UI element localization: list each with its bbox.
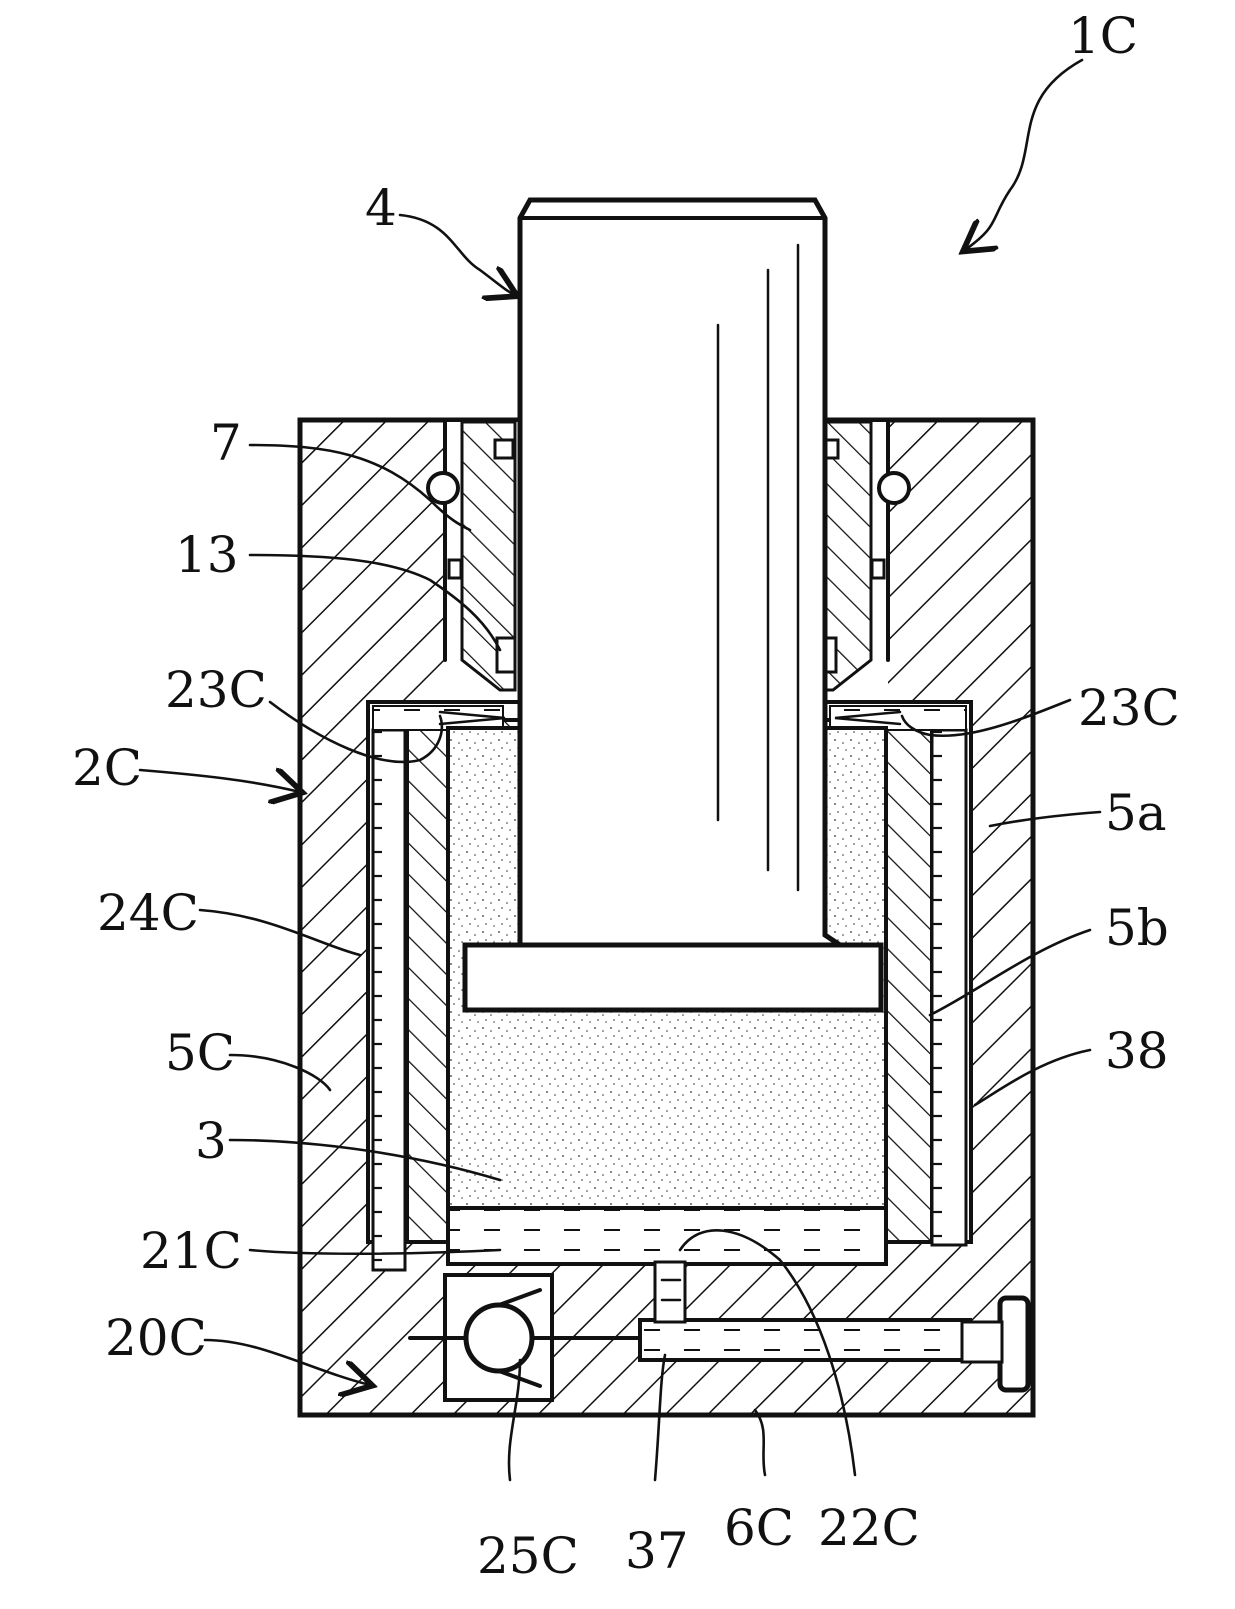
leader-1C xyxy=(965,60,1082,250)
ball-left xyxy=(428,473,458,503)
check-valve-ball xyxy=(466,1305,532,1371)
ball-right xyxy=(879,473,909,503)
leader-6C xyxy=(755,1410,765,1475)
label-23C-right: 23C xyxy=(1078,679,1180,737)
vertical-passage xyxy=(655,1262,685,1322)
leader-2C xyxy=(140,770,300,792)
channel-right xyxy=(932,730,966,1245)
label-5C: 5C xyxy=(165,1024,235,1082)
label-37: 37 xyxy=(625,1522,689,1580)
label-7: 7 xyxy=(210,414,242,472)
seal-left-low xyxy=(497,638,515,672)
seal-left-top xyxy=(495,440,513,458)
label-5a: 5a xyxy=(1105,784,1167,842)
label-23C-left: 23C xyxy=(165,661,267,719)
leader-4 xyxy=(400,215,515,295)
piston-rod xyxy=(520,200,840,945)
label-25C: 25C xyxy=(477,1527,579,1585)
bottom-liquid xyxy=(448,1208,886,1264)
base-passage xyxy=(640,1320,970,1360)
label-2C: 2C xyxy=(72,739,142,797)
label-21C: 21C xyxy=(140,1222,242,1280)
channel-left xyxy=(373,730,405,1270)
label-4: 4 xyxy=(365,179,397,237)
label-38: 38 xyxy=(1105,1022,1169,1080)
label-13: 13 xyxy=(175,526,239,584)
label-22C: 22C xyxy=(818,1499,920,1557)
seal-left-mid xyxy=(449,560,461,578)
label-5b: 5b xyxy=(1105,899,1169,957)
plug xyxy=(1000,1298,1028,1390)
label-20C: 20C xyxy=(105,1309,207,1367)
label-3: 3 xyxy=(195,1112,227,1170)
piston-head xyxy=(465,945,881,1010)
label-6C: 6C xyxy=(724,1499,794,1557)
plug-neck xyxy=(962,1322,1002,1362)
label-24C: 24C xyxy=(97,884,199,942)
seal-right-mid xyxy=(872,560,884,578)
label-1C: 1C xyxy=(1068,7,1138,65)
